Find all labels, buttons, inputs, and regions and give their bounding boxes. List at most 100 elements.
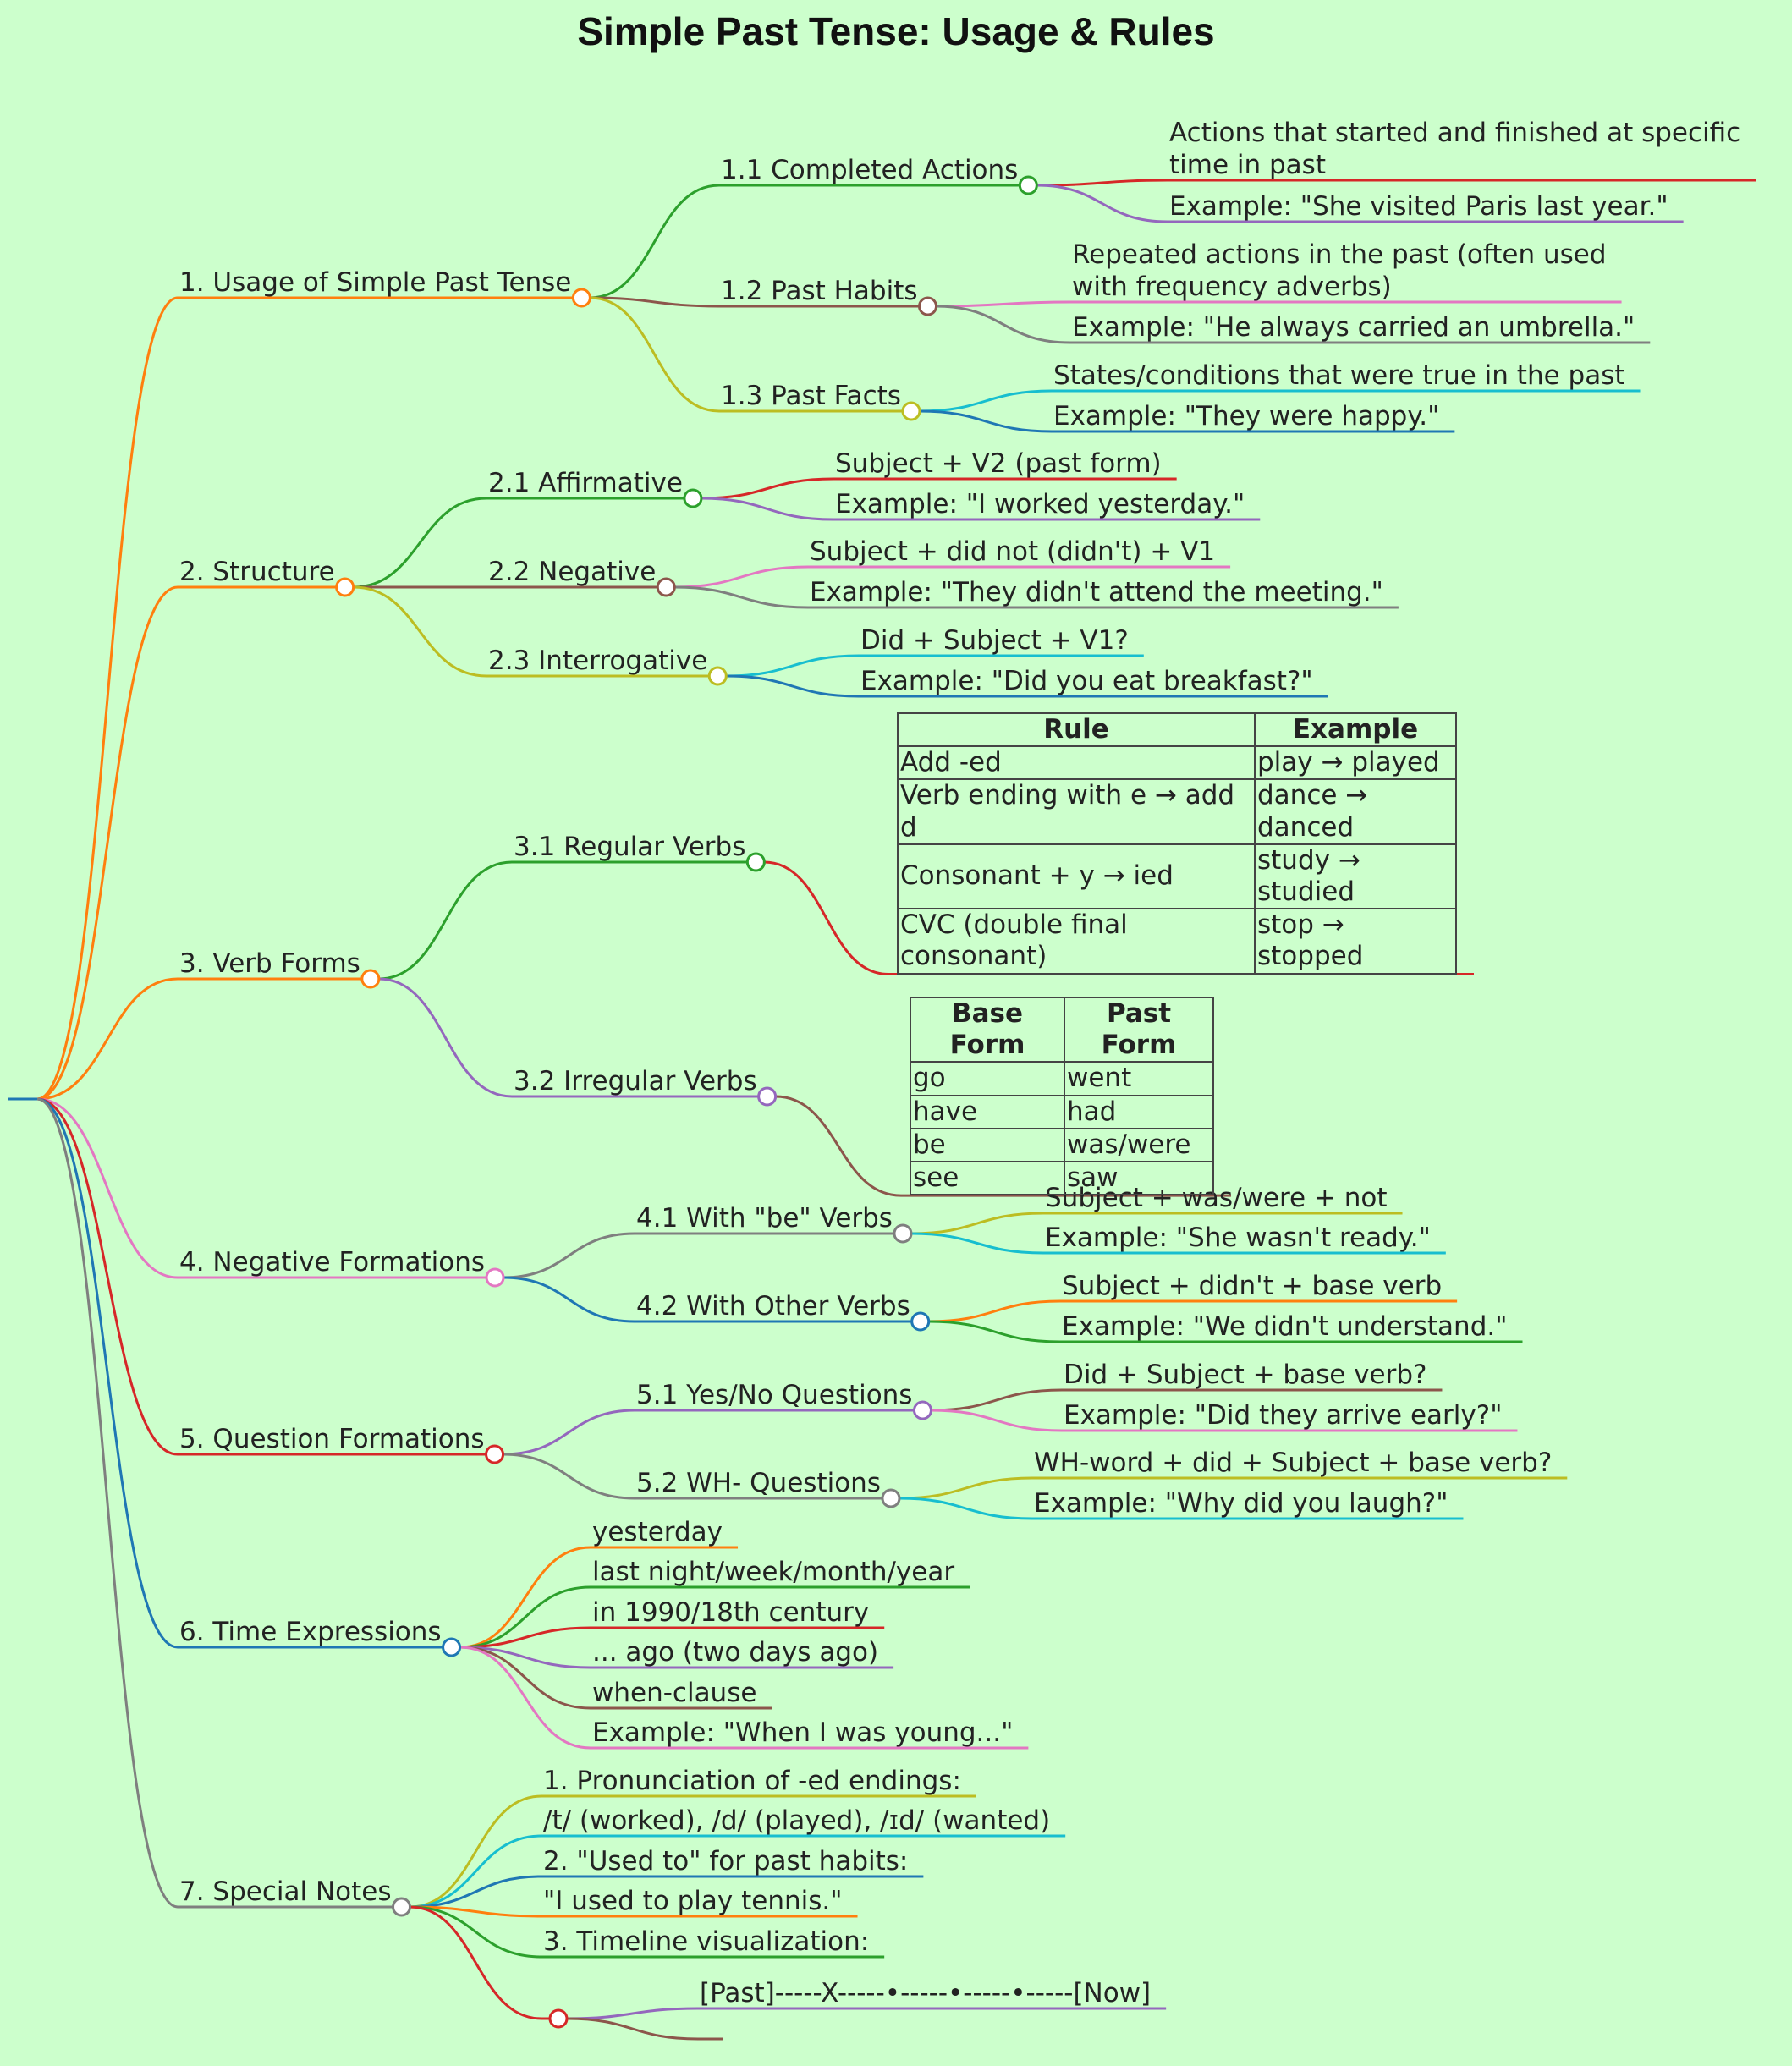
branch-1-child-3-node <box>901 401 921 421</box>
branch-3-child-1-table-cell: Verb ending with e → add d <box>897 778 1256 845</box>
branch-6-label-line: 6. Time Expressions <box>179 1617 442 1647</box>
branch-2-child-3-leaf-1-connector <box>726 654 860 678</box>
branch-1-child-2-label-line: 1.2 Past Habits <box>721 276 918 306</box>
branch-6-child-5-label: when-clause <box>592 1678 756 1708</box>
branch-7-connector <box>36 1097 179 1909</box>
branch-4-child-2-leaf-1-text: Subject + didn't + base verb <box>1062 1271 1442 1301</box>
branch-1-child-3-leaf-1-text-line: States/conditions that were true in the … <box>1053 360 1625 391</box>
branch-2-child-3-label-line: 2.3 Interrogative <box>488 646 707 676</box>
branch-5-child-2-connector <box>503 1453 635 1500</box>
branch-2-child-3-leaf-2-connector <box>726 674 860 698</box>
branch-1-child-1-leaf-1-text-line: Actions that started and finished at spe… <box>1169 118 1740 148</box>
branch-2-child-2-leaf-1-text: Subject + did not (didn't) + V1 <box>810 536 1215 567</box>
branch-7-child-4-label-line: "I used to play tennis." <box>543 1886 843 1916</box>
branch-3-child-1-table-cell: stop → stopped <box>1254 908 1457 975</box>
branch-6-child-1-label: yesterday <box>592 1517 723 1547</box>
branch-7-child-1-label: 1. Pronunciation of -ed endings: <box>543 1766 961 1796</box>
branch-2-child-2-leaf-2-text-line: Example: "They didn't attend the meeting… <box>810 577 1383 607</box>
branch-4-connector <box>36 1097 179 1279</box>
branch-3-child-1-table-cell: Consonant + y → ied <box>897 843 1256 910</box>
branch-3-child-2-table-cell: had <box>1064 1094 1214 1129</box>
branch-1-child-1-leaf-2-connector <box>1036 184 1168 223</box>
branch-4-child-1-connector <box>503 1232 635 1279</box>
branch-3-label-line: 3. Verb Forms <box>179 948 360 979</box>
branch-4-label: 4. Negative Formations <box>179 1247 485 1278</box>
branch-1-child-2-node <box>918 296 938 316</box>
branch-2-child-1-label-line: 2.1 Affirmative <box>488 468 683 498</box>
branch-6-child-2-label: last night/week/month/year <box>592 1557 954 1587</box>
branch-6-child-5-label-line: when-clause <box>592 1678 756 1708</box>
branch-4-label-line: 4. Negative Formations <box>179 1247 485 1278</box>
branch-7-child-4-label: "I used to play tennis." <box>543 1886 843 1916</box>
branch-1-label-line: 1. Usage of Simple Past Tense <box>179 267 571 298</box>
branch-2-child-2-node <box>656 577 676 597</box>
branch-6-child-4-connector <box>459 1646 591 1669</box>
branch-3-child-1-table-connector <box>764 860 889 975</box>
branch-3-child-2-table-header: Past Form <box>1064 996 1214 1063</box>
branch-2-child-3-connector <box>353 585 487 678</box>
branch-4-child-2-leaf-2-text: Example: "We didn't understand." <box>1062 1311 1508 1342</box>
branch-2-label: 2. Structure <box>179 557 335 587</box>
branch-3-child-2-label: 3.2 Irregular Verbs <box>514 1066 757 1096</box>
branch-1-child-1-leaf-1-connector <box>1036 179 1168 187</box>
branch-7-child-2-connector <box>410 1834 542 1909</box>
branch-1-child-1-node <box>1018 175 1038 195</box>
branch-5-child-2-leaf-1-text: WH-word + did + Subject + base verb? <box>1034 1448 1552 1478</box>
branch-3-child-1-table-cell: play → played <box>1254 745 1457 781</box>
branch-1-child-1-label: 1.1 Completed Actions <box>721 155 1018 185</box>
branch-2-node <box>335 577 355 597</box>
branch-4-child-1-leaf-2-text-line: Example: "She wasn't ready." <box>1045 1223 1431 1253</box>
branch-7-child-6-connector <box>410 1905 542 2020</box>
branch-3-node <box>360 969 381 989</box>
branch-3-child-2-node <box>757 1086 778 1107</box>
branch-6-node <box>442 1637 462 1657</box>
branch-1-child-3-leaf-2-connector <box>919 409 1053 433</box>
branch-4-child-2-connector <box>503 1276 635 1323</box>
branch-1-child-2-leaf-1-text-line: Repeated actions in the past (often used <box>1072 239 1607 270</box>
branch-2-connector <box>36 585 179 1101</box>
branch-1-connector <box>36 296 179 1101</box>
branch-1-label: 1. Usage of Simple Past Tense <box>179 267 571 298</box>
branch-7-label: 7. Special Notes <box>179 1876 392 1907</box>
branch-5-child-1-label-line: 5.1 Yes/No Questions <box>636 1380 912 1410</box>
branch-2-child-1-leaf-1-text-line: Subject + V2 (past form) <box>835 448 1162 479</box>
branch-7-child-6-leaf-1-text: [Past]-----X-----•-----•-----•-----[Now] <box>700 1978 1151 2008</box>
branch-1-child-1-connector <box>590 184 720 299</box>
branch-1-child-3-leaf-1-text: States/conditions that were true in the … <box>1053 360 1625 391</box>
branch-3-child-1-label: 3.1 Regular Verbs <box>514 832 745 862</box>
branch-3-child-1-table-cell: dance → danced <box>1254 778 1457 845</box>
branch-7-child-5-connector <box>410 1905 542 1959</box>
branch-7-node <box>392 1897 412 1917</box>
branch-4-child-2-leaf-1-text-line: Subject + didn't + base verb <box>1062 1271 1442 1301</box>
branch-1-child-1-label-line: 1.1 Completed Actions <box>721 155 1018 185</box>
branch-1-child-1-leaf-1-text-line: time in past <box>1169 150 1326 180</box>
branch-6-child-3-label-line: in 1990/18th century <box>592 1597 869 1628</box>
branch-3-connector <box>36 977 179 1101</box>
branch-4-child-1-leaf-1-connector <box>910 1212 1044 1235</box>
branch-1-child-2-label: 1.2 Past Habits <box>721 276 918 306</box>
branch-6-child-2-label-line: last night/week/month/year <box>592 1557 954 1587</box>
branch-5-child-2-leaf-2-connector <box>899 1497 1033 1520</box>
branch-6-child-3-label: in 1990/18th century <box>592 1597 869 1628</box>
branch-1-child-2-leaf-2-text: Example: "He always carried an umbrella.… <box>1072 312 1635 343</box>
branch-2-child-1-leaf-1-text: Subject + V2 (past form) <box>835 448 1162 479</box>
branch-2-child-2-leaf-2-text: Example: "They didn't attend the meeting… <box>810 577 1383 607</box>
branch-4-child-2-node <box>910 1311 931 1332</box>
branch-6-child-3-connector <box>459 1626 591 1649</box>
branch-2-child-3-leaf-2-text: Example: "Did you eat breakfast?" <box>860 666 1313 696</box>
branch-3-child-1-connector <box>378 860 513 981</box>
branch-2-child-3-leaf-1-text-line: Did + Subject + V1? <box>860 625 1129 656</box>
branch-2-child-3-leaf-1-text: Did + Subject + V1? <box>860 625 1129 656</box>
branch-5-child-2-leaf-1-connector <box>899 1476 1033 1500</box>
branch-6-child-1-label-line: yesterday <box>592 1517 723 1547</box>
branch-1-child-3-leaf-2-text: Example: "They were happy." <box>1053 401 1439 431</box>
branch-2-child-2-label: 2.2 Negative <box>488 557 656 587</box>
